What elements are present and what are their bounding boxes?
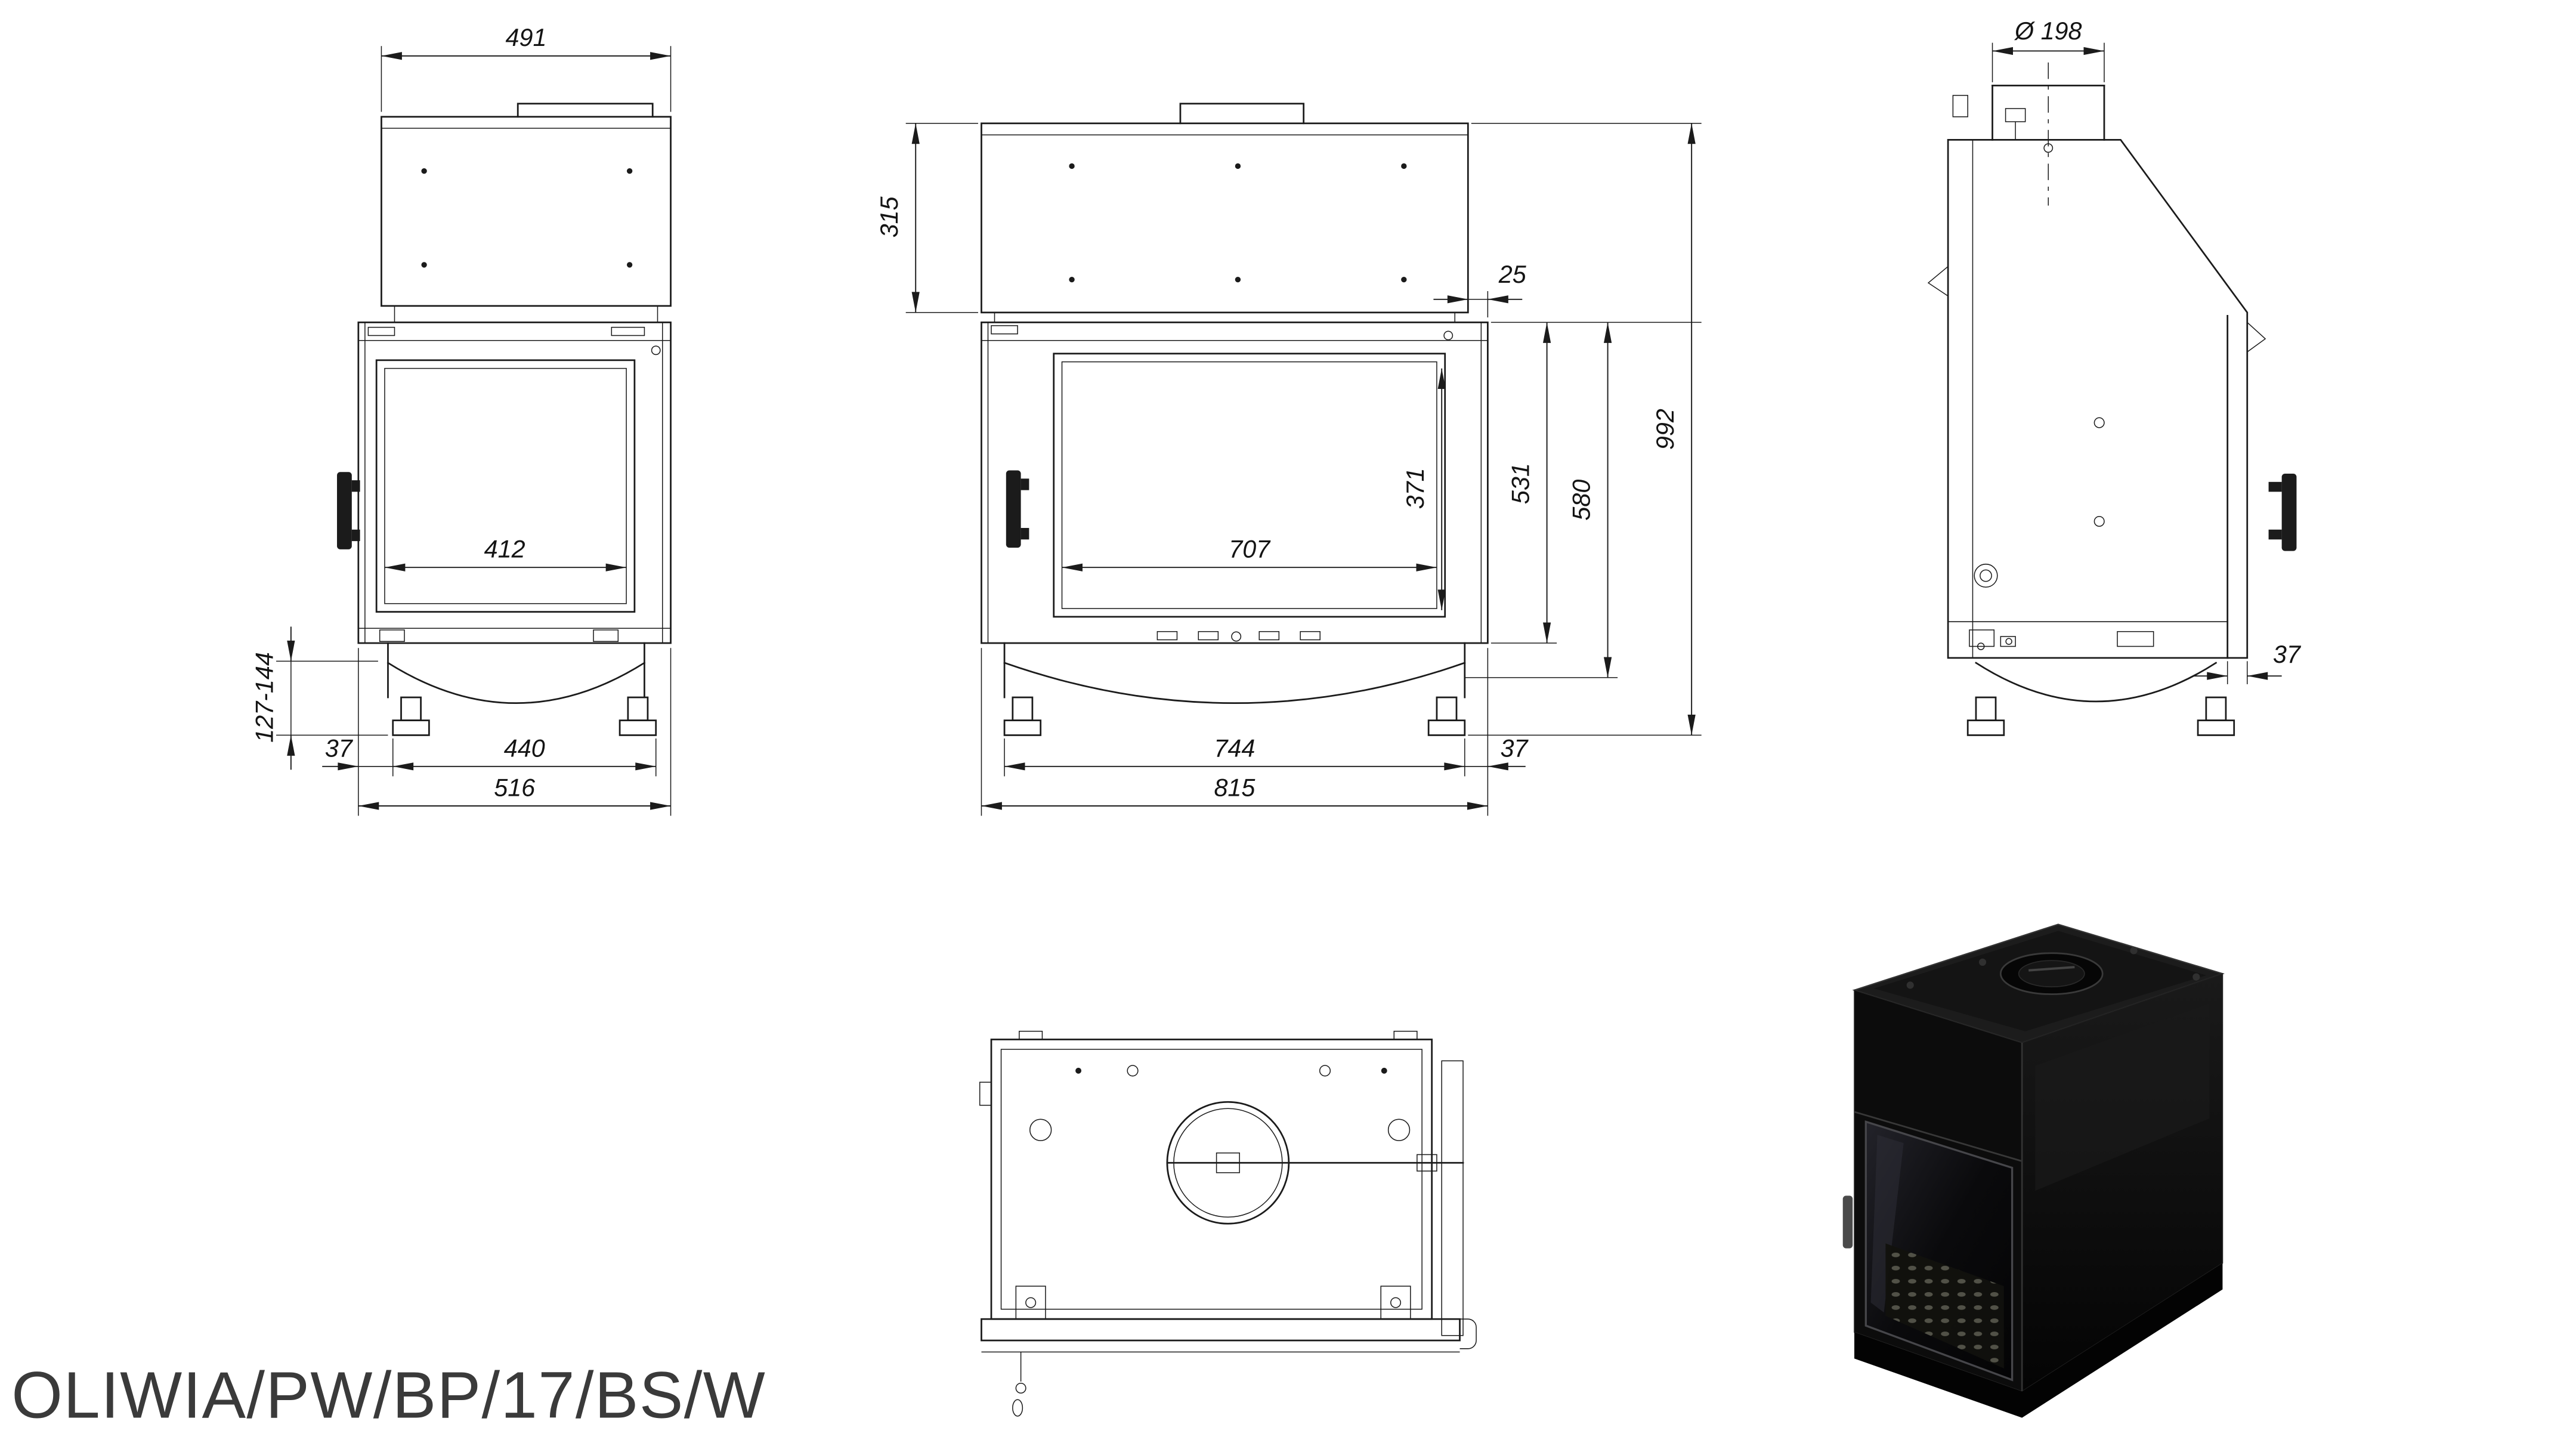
dim-top-offset-label: 25 [1498,261,1527,288]
dimension-feet-span: 744 [1004,734,1465,777]
dim-top-width-label: 491 [506,24,547,51]
bolt-marks [421,168,633,268]
dimension-back-offset: 37 [2192,641,2302,684]
dimension-door-height: 531 [1490,322,1702,644]
dimension-overall-height: 992 [1468,123,1702,736]
dimension-top-width: 491 [381,24,672,112]
door-chain-detail [1012,1352,1026,1417]
dimension-leg-height: 127-144 [251,626,388,770]
door-handle [337,472,360,549]
top-bolts [1906,947,2200,989]
render-door-handle [1842,1195,1853,1249]
dim-leg-inset-label: 37 [325,734,354,762]
dim-feet-span-label: 440 [504,734,545,762]
bolt-marks [1069,163,1407,283]
dimension-glass-height: 371 [1402,368,1446,610]
dim-body-height-label: 580 [1567,480,1595,521]
dim-glass-width-label: 412 [484,536,525,563]
dim-overall-width-label: 815 [1214,774,1255,801]
right-side-view: Ø 198 37 [1927,17,2302,736]
dim-door-height-label: 531 [1507,463,1534,504]
front-view: 315 25 707 371 531 580 [876,103,1702,816]
dim-overall-height-label: 992 [1652,409,1679,450]
flue-outlet-top [1166,1101,1290,1225]
dimension-leg-inset: 37 [322,734,393,771]
fire-grate [1885,1243,2004,1368]
product-render [1842,923,2225,1418]
door-handle [1006,470,1029,548]
glass-door [1864,1120,2014,1382]
dimension-glass-width: 707 [1062,536,1437,571]
dimension-overall-width: 815 [981,648,1489,816]
dimension-top-section-height: 315 [876,123,978,313]
dim-top-section-height-label: 315 [876,196,903,237]
bolt-marks [1075,1065,1387,1077]
door-handle [2268,474,2297,551]
left-side-view: 491 412 37 440 516 127 [251,24,672,816]
dim-back-offset-label: 37 [2273,641,2302,668]
dimension-glass-width: 412 [384,536,627,571]
dim-leg-height-label: 127-144 [251,652,279,743]
air-control-slots [1156,631,1321,642]
render-base-plinth [1854,1263,2223,1418]
dim-overall-width-label: 516 [494,774,535,801]
dimension-feet-span: 440 [392,734,657,777]
dimension-leg-inset: 37 [1464,734,1529,771]
dim-leg-inset-label: 37 [1500,734,1529,762]
model-title: OLIWIA/PW/BP/17/BS/W [11,1359,766,1432]
dim-flue-diameter-label: Ø 198 [2014,17,2082,45]
dimension-flue-diameter: Ø 198 [1991,17,2105,82]
dimension-body-height: 580 [1567,322,1612,678]
dim-glass-height-label: 371 [1402,468,1429,509]
flue-collar [1999,952,2104,996]
dimension-top-offset: 25 [1433,261,1527,318]
dim-feet-span-label: 744 [1214,734,1255,762]
dim-glass-width-label: 707 [1229,536,1271,563]
top-view [979,1030,1477,1417]
dimension-overall-width: 516 [358,648,672,816]
